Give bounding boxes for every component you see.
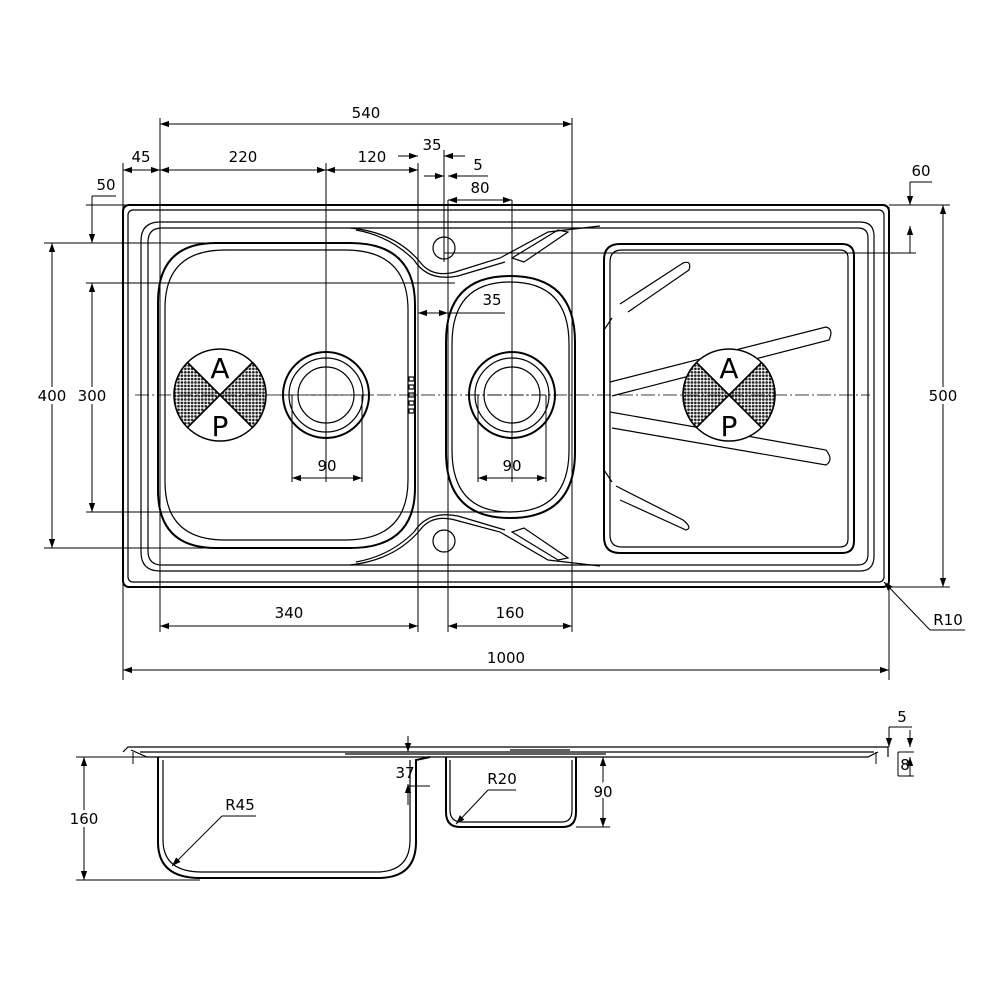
dim-220: 220 xyxy=(229,148,258,166)
side-view xyxy=(122,746,889,879)
dim-35-mid: 35 xyxy=(482,291,501,309)
side-half-bowl-inner xyxy=(449,760,573,823)
half-bowl xyxy=(445,274,576,520)
dim-300: 300 xyxy=(78,387,107,405)
side-dim-r45: R45 xyxy=(225,796,255,814)
top-view-dimensions: 540 45 220 120 35 5 80 50 60 35 xyxy=(35,104,965,680)
side-view-dimensions: 160 R45 37 R20 90 5 8 xyxy=(67,708,914,881)
lower-deck-ridge xyxy=(349,517,601,567)
side-dim-r20: R20 xyxy=(487,770,517,788)
top-view: A P A P xyxy=(122,204,890,588)
recess-outline xyxy=(140,221,875,572)
half-bowl-inner xyxy=(451,281,570,513)
ap-logo-left-p: P xyxy=(212,410,229,443)
lower-rib xyxy=(510,527,570,561)
dim-90-main: 90 xyxy=(317,457,336,475)
side-dim-37: 37 xyxy=(395,764,414,782)
upper-rib xyxy=(510,229,570,263)
upper-deck-ridge xyxy=(349,225,601,275)
dim-5-top: 5 xyxy=(473,156,483,174)
dim-50: 50 xyxy=(96,176,115,194)
ap-logo-right-p: P xyxy=(721,410,738,443)
drainboard-outline xyxy=(603,243,855,554)
tap-hole-bottom xyxy=(432,529,456,553)
side-half-bowl xyxy=(445,757,577,828)
dim-80: 80 xyxy=(470,179,489,197)
ap-logo-left: A P xyxy=(173,348,267,443)
side-main-bowl-inner xyxy=(162,760,411,873)
side-dim-5: 5 xyxy=(897,708,907,726)
side-dim-90: 90 xyxy=(593,783,612,801)
dim-35-top: 35 xyxy=(422,136,441,154)
dim-160: 160 xyxy=(496,604,525,622)
drainboard-grooves xyxy=(603,261,832,531)
main-bowl xyxy=(157,242,416,549)
dim-1000: 1000 xyxy=(487,649,525,667)
recess-outline-inner xyxy=(147,227,869,566)
dim-120: 120 xyxy=(358,148,387,166)
side-rim xyxy=(122,746,889,757)
dim-340: 340 xyxy=(275,604,304,622)
ap-logo-right: A P xyxy=(682,348,776,443)
side-dim-8: 8 xyxy=(900,756,910,774)
sink-rim-inner xyxy=(127,209,885,583)
side-rim-lower xyxy=(130,749,879,758)
dim-540: 540 xyxy=(352,104,381,122)
upper-deck-ridge-2 xyxy=(355,229,506,278)
ap-logo-left-a: A xyxy=(210,352,229,385)
side-main-bowl xyxy=(157,756,431,879)
dim-400: 400 xyxy=(38,387,67,405)
dim-r10: R10 xyxy=(933,611,963,629)
side-dim-160: 160 xyxy=(70,810,99,828)
dim-500: 500 xyxy=(929,387,958,405)
dim-45: 45 xyxy=(131,148,150,166)
ap-logo-right-a: A xyxy=(719,352,738,385)
drainboard-outline-inner xyxy=(609,249,849,548)
dim-60: 60 xyxy=(911,162,930,180)
lower-deck-ridge-2 xyxy=(355,514,506,563)
dim-90-half: 90 xyxy=(502,457,521,475)
